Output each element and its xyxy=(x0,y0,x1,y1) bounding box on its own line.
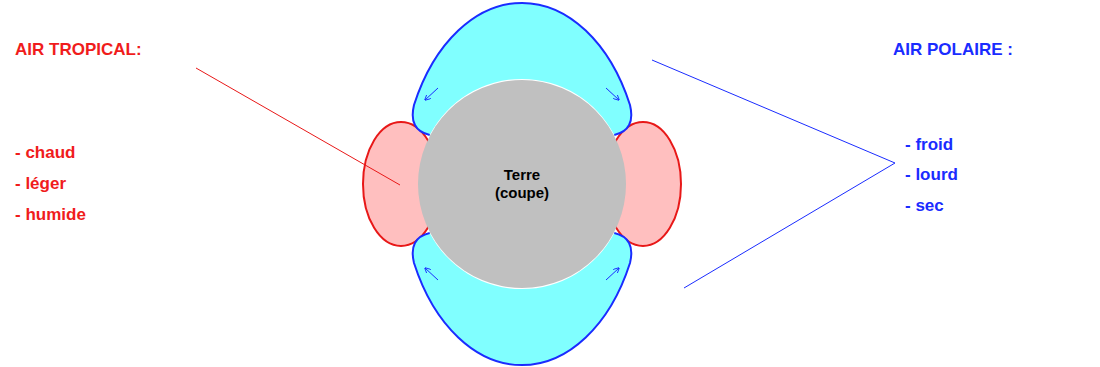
leader-line xyxy=(196,68,400,185)
property-item: - léger xyxy=(15,174,66,194)
earth-section: Terre (coupe) xyxy=(418,80,626,288)
property-item: - froid xyxy=(905,135,953,155)
leader-line xyxy=(652,60,895,163)
flow-arrow xyxy=(425,268,438,280)
node-label: Terre (coupe) xyxy=(486,166,558,202)
air-mass-title: AIR POLAIRE : xyxy=(893,40,1013,60)
property-item: - chaud xyxy=(15,143,75,163)
air-mass-title: AIR TROPICAL: xyxy=(15,40,142,60)
property-item: - sec xyxy=(905,196,944,216)
property-item: - lourd xyxy=(905,165,958,185)
leader-line xyxy=(684,163,895,288)
flow-arrow xyxy=(606,268,619,280)
earth-disc xyxy=(418,80,626,288)
flow-arrow xyxy=(606,88,619,100)
flow-arrow xyxy=(425,88,438,100)
property-item: - humide xyxy=(15,205,86,225)
